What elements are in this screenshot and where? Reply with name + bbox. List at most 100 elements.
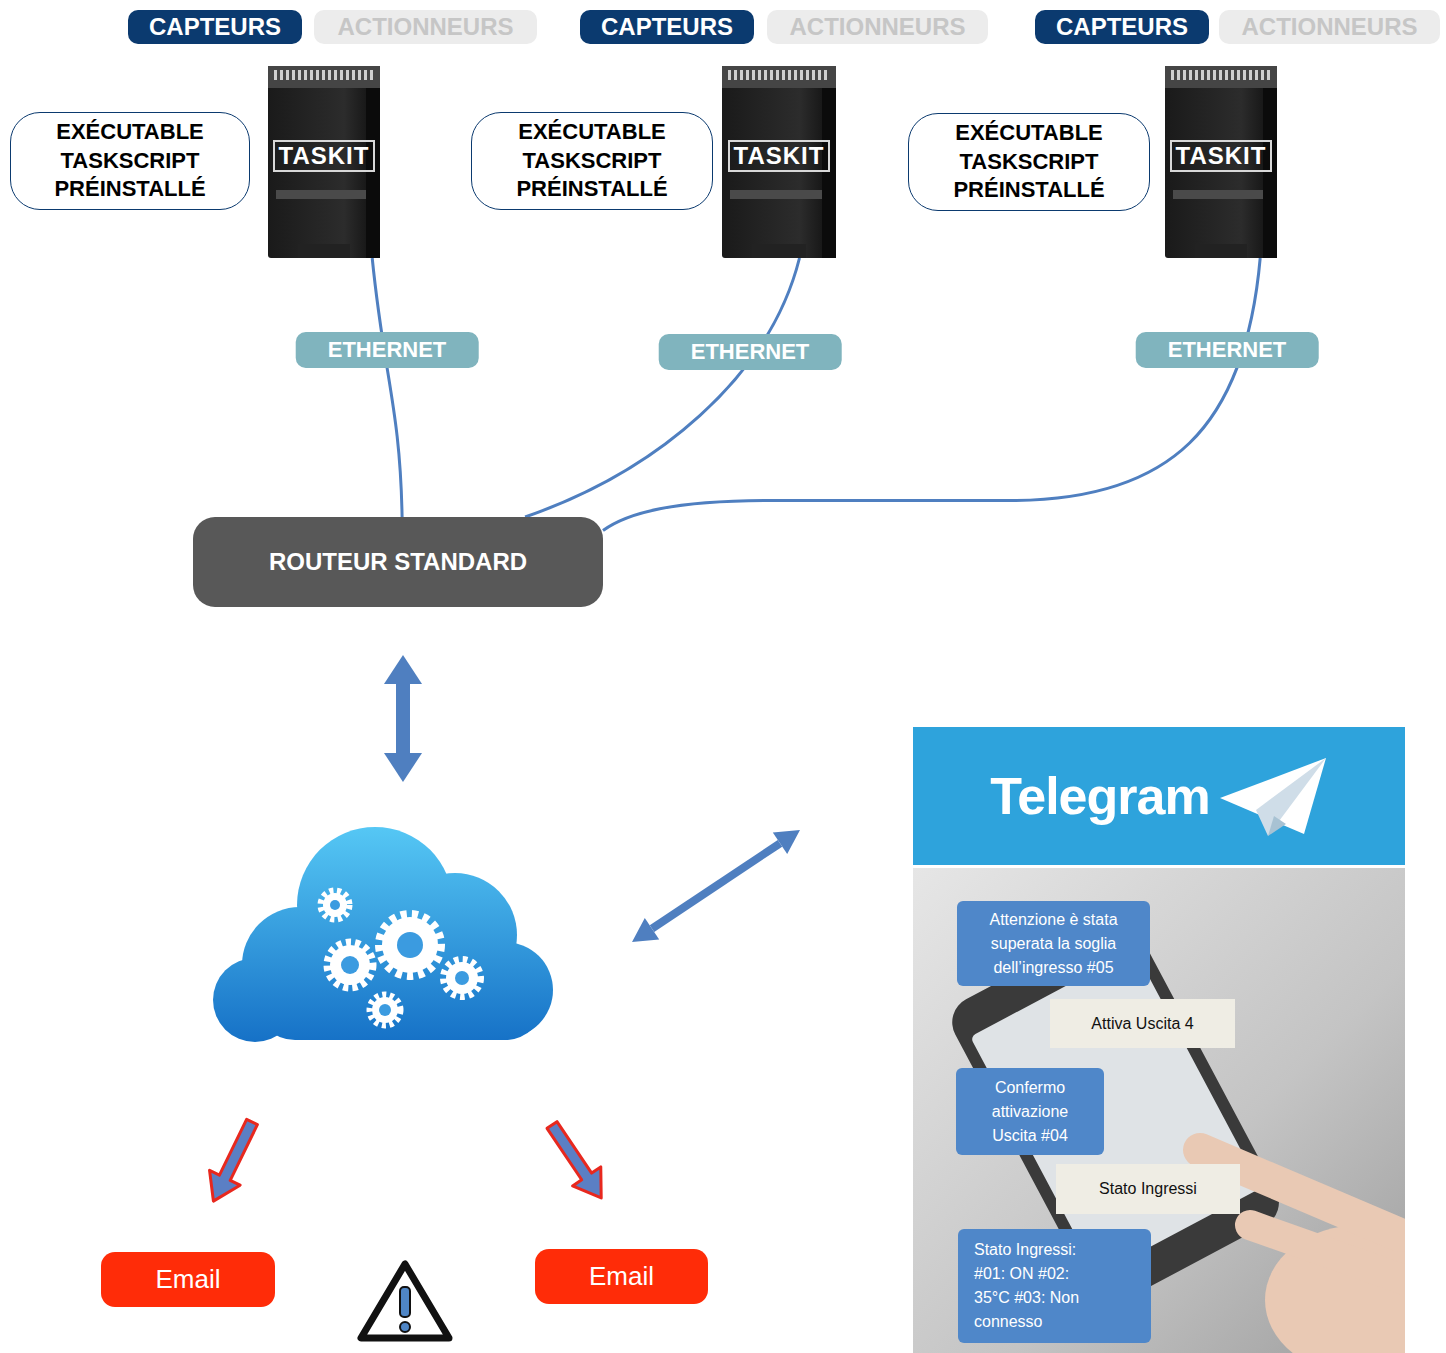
node-text: CAPTEURS: [138, 13, 292, 41]
connection-label: ETHERNET: [1136, 332, 1319, 368]
node-text: Confermo attivazione Uscita #04: [970, 1076, 1090, 1148]
gears: [446, 962, 478, 994]
device-foot: [752, 244, 806, 258]
updown-arrow: [384, 655, 422, 782]
gears: [341, 956, 359, 974]
node-text: EXÉCUTABLE TASKSCRIPT PRÉINSTALLÉ: [484, 118, 700, 204]
plane-fold: [1256, 758, 1326, 836]
node-text: Attenzione è stata superata la soglia de…: [967, 908, 1140, 980]
actuator-tag: ACTIONNEURS: [767, 10, 988, 44]
phone: [970, 949, 1261, 1275]
ethernet-cable: [372, 258, 402, 517]
device-label-bar: [730, 190, 828, 199]
warning-icon: [361, 1264, 449, 1338]
alert-arrow: [538, 1115, 615, 1207]
gears: [372, 997, 398, 1023]
node-text: Telegram: [990, 766, 1209, 826]
photo-background: [913, 868, 1405, 1353]
router-box: ROUTEUR STANDARD: [193, 517, 603, 607]
actuator-tag: ACTIONNEURS: [314, 10, 537, 44]
warning-icon: [361, 1264, 449, 1338]
gears: [330, 945, 370, 985]
device-module: TASKIT: [1165, 66, 1277, 258]
device-label-bar: [1173, 190, 1269, 199]
gears: [323, 893, 347, 917]
gears: [370, 995, 400, 1025]
alert-arrow: [538, 1115, 615, 1207]
terminal-screws: [1171, 70, 1271, 80]
gears: [444, 960, 480, 996]
node-text: Stato Ingressi: #01: ON #02: 35°C #03: N…: [974, 1238, 1101, 1334]
callout-box: EXÉCUTABLE TASKSCRIPT PRÉINSTALLÉ: [10, 112, 250, 210]
node-text: TASKIT: [728, 140, 831, 172]
node-text: TASKIT: [273, 140, 376, 172]
cloud: [213, 827, 553, 1042]
sensor-tag: CAPTEURS: [1035, 10, 1209, 44]
chat-bubble: Stato Ingressi: #01: ON #02: 35°C #03: N…: [958, 1229, 1151, 1343]
node-text: CAPTEURS: [1045, 13, 1199, 41]
ethernet-cable: [603, 258, 1260, 531]
email-button: Email: [101, 1252, 275, 1307]
actuator-tag: ACTIONNEURS: [1219, 10, 1440, 44]
bidirectional-arrow: [773, 830, 800, 854]
node-text: EXÉCUTABLE TASKSCRIPT PRÉINSTALLÉ: [23, 118, 237, 204]
device-module: TASKIT: [722, 66, 836, 258]
device-side: [366, 88, 380, 258]
terminal-screws: [274, 70, 374, 80]
warning-icon: [400, 1322, 410, 1332]
node-text: TASKIT: [1170, 140, 1273, 172]
connection-label: ETHERNET: [659, 334, 842, 370]
updown-arrow: [396, 680, 410, 757]
node-text: ACTIONNEURS: [777, 13, 978, 41]
node-text: ACTIONNEURS: [324, 13, 527, 41]
bidirectional-arrow: [652, 843, 780, 928]
gears: [380, 915, 440, 975]
device-foot: [298, 244, 350, 258]
plane-tail: [1268, 816, 1286, 836]
terminal-strip: [722, 66, 836, 88]
gears: [321, 891, 480, 1025]
gears: [382, 917, 438, 973]
telegram-logo: [1218, 754, 1328, 838]
updown-arrow: [384, 753, 422, 782]
gears: [397, 932, 423, 958]
sensor-tag: CAPTEURS: [128, 10, 302, 44]
email-button: Email: [535, 1249, 708, 1304]
callout-box: EXÉCUTABLE TASKSCRIPT PRÉINSTALLÉ: [908, 113, 1150, 211]
terminal-screws: [728, 70, 830, 80]
node-text: Stato Ingressi: [1066, 1177, 1230, 1201]
bidirectional-arrow: [632, 918, 659, 942]
connection-label: ETHERNET: [296, 332, 479, 368]
alert-arrow: [198, 1115, 267, 1209]
device-side: [1263, 88, 1277, 258]
terminal-strip: [1165, 66, 1277, 88]
gears: [328, 943, 372, 987]
chat-bubble: Stato Ingressi: [1056, 1164, 1240, 1214]
terminal-strip: [268, 66, 380, 88]
gears: [379, 1004, 391, 1016]
node-text: EXÉCUTABLE TASKSCRIPT PRÉINSTALLÉ: [921, 119, 1137, 205]
alert-arrow: [198, 1115, 615, 1209]
chat-bubble: Confermo attivazione Uscita #04: [956, 1068, 1104, 1155]
callout-box: EXÉCUTABLE TASKSCRIPT PRÉINSTALLÉ: [471, 112, 713, 210]
node-text: ROUTEUR STANDARD: [209, 548, 587, 576]
chat-bubble: Attiva Uscita 4: [1050, 999, 1235, 1048]
device-label-bar: [276, 190, 372, 199]
chat-bubble: Attenzione è stata superata la soglia de…: [957, 901, 1150, 986]
gears: [321, 891, 349, 919]
node-text: Email: [113, 1264, 263, 1295]
device-module: TASKIT: [268, 66, 380, 258]
node-text: Email: [547, 1261, 696, 1292]
node-text: ACTIONNEURS: [1229, 13, 1430, 41]
hand: [1250, 1225, 1405, 1280]
sensor-tag: CAPTEURS: [580, 10, 754, 44]
node-text: Attiva Uscita 4: [1060, 1012, 1225, 1036]
device-foot: [1195, 244, 1247, 258]
alert-arrow: [198, 1115, 267, 1209]
bidirectional-arrow: [632, 830, 800, 942]
telegram-header: Telegram: [913, 727, 1405, 865]
warning-icon: [400, 1287, 410, 1317]
ethernet-cable: [525, 258, 799, 517]
updown-arrow: [384, 655, 422, 684]
